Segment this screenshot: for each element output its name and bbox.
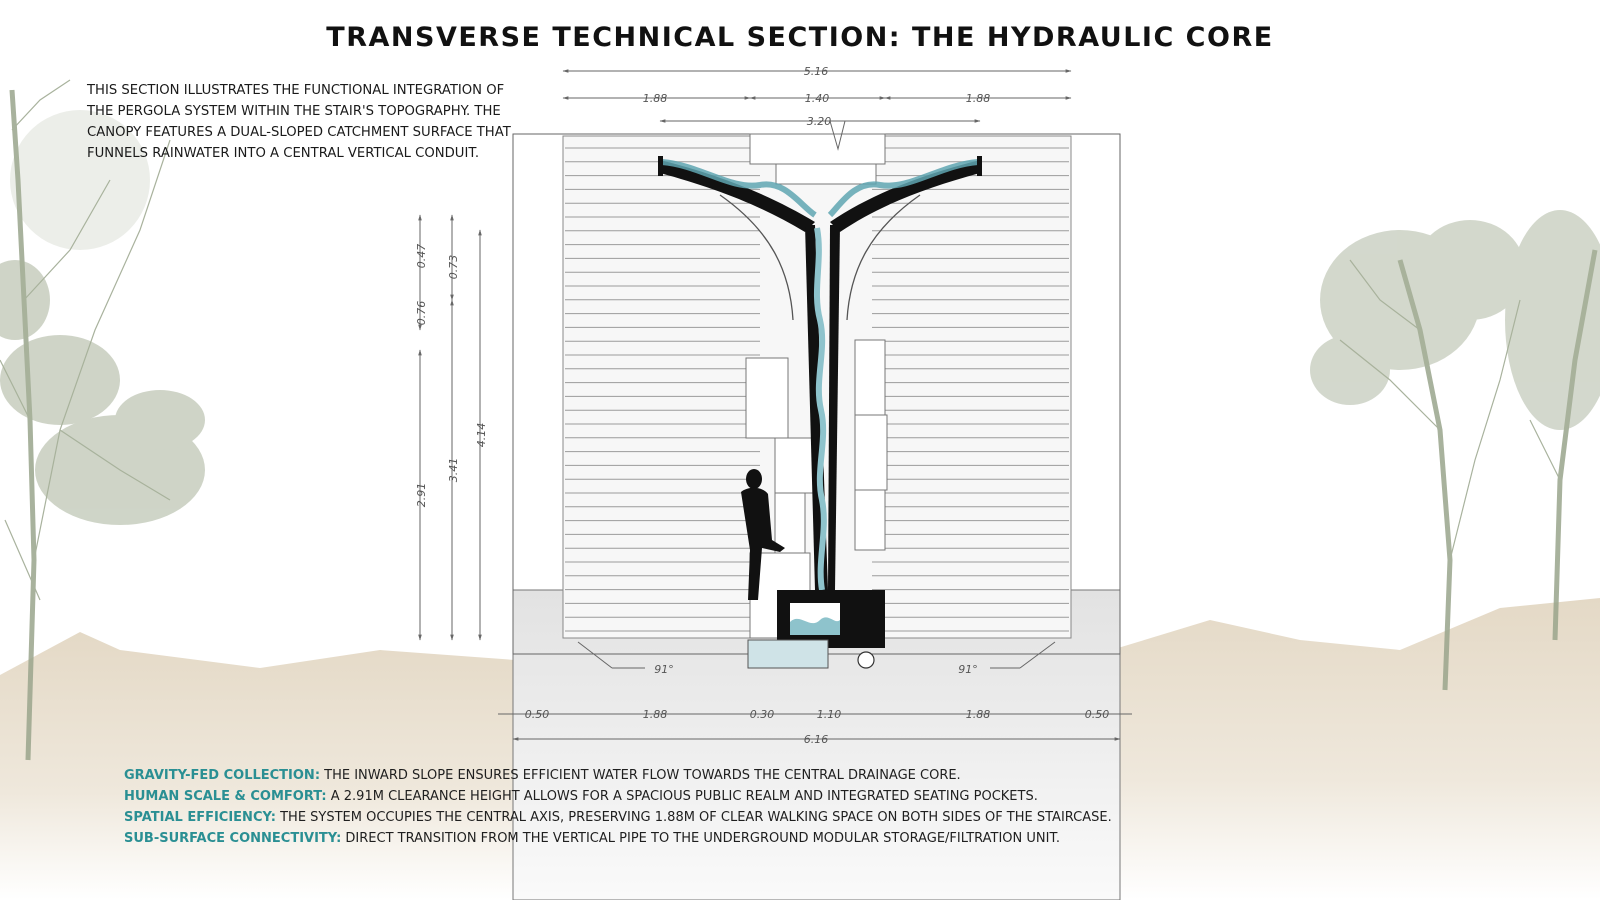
vertical-conduit [805,225,840,591]
left-tree-foliage [0,110,205,525]
note-text: THE SYSTEM OCCUPIES THE CENTRAL AXIS, PR… [280,810,1112,825]
dim-bottom-total: 6.16 [804,733,829,746]
note-sub-surface: SUB-SURFACE CONNECTIVITY: DIRECT TRANSIT… [124,828,1524,849]
dim-bottom-030: 0.30 [750,708,775,721]
intro-paragraph: THIS SECTION ILLUSTRATES THE FUNCTIONAL … [87,83,511,161]
dim-angle-right: 91° [958,663,978,676]
dim-top-right: 1.88 [966,92,991,105]
dim-bottom-188-left: 1.88 [643,708,668,721]
dim-bottom-050-left: 0.50 [525,708,550,721]
ground-terrain [0,632,515,900]
human-silhouette [741,469,785,600]
note-text: THE INWARD SLOPE ENSURES EFFICIENT WATER… [324,768,961,783]
dim-v-076: 0.76 [415,301,428,326]
dim-angle-left: 91° [654,663,674,676]
dim-top-left: 1.88 [643,92,668,105]
note-key: SPATIAL EFFICIENCY: [124,810,276,825]
page-title: TRANSVERSE TECHNICAL SECTION: THE HYDRAU… [326,22,1274,53]
storage-tank [747,590,885,669]
dim-v-341: 3.41 [447,458,460,483]
dim-bottom-188-right: 1.88 [966,708,991,721]
dim-top-inner: 3.20 [807,115,832,128]
design-notes: GRAVITY-FED COLLECTION: THE INWARD SLOPE… [124,765,1524,849]
dim-top-total: 5.16 [804,65,829,78]
dim-top-mid: 1.40 [805,92,830,105]
note-text: DIRECT TRANSITION FROM THE VERTICAL PIPE… [345,831,1060,846]
note-human-scale: HUMAN SCALE & COMFORT: A 2.91M CLEARANCE… [124,786,1524,807]
note-key: SUB-SURFACE CONNECTIVITY: [124,831,342,846]
note-text: A 2.91M CLEARANCE HEIGHT ALLOWS FOR A SP… [330,789,1038,804]
dim-v-047: 0.47 [415,244,428,269]
dim-v-291: 2.91 [415,483,428,508]
note-gravity-fed: GRAVITY-FED COLLECTION: THE INWARD SLOPE… [124,765,1524,786]
dim-v-414: 4.14 [475,423,488,448]
note-key: GRAVITY-FED COLLECTION: [124,768,321,783]
note-spatial-efficiency: SPATIAL EFFICIENCY: THE SYSTEM OCCUPIES … [124,807,1524,828]
dim-bottom-050-right: 0.50 [1085,708,1110,721]
note-key: HUMAN SCALE & COMFORT: [124,789,327,804]
ground-terrain-right [1118,598,1600,900]
dim-v-073: 0.73 [447,255,460,280]
dim-bottom-110: 1.10 [817,708,842,721]
pergola-canopy [658,156,982,321]
right-tree-foliage [1310,210,1600,430]
